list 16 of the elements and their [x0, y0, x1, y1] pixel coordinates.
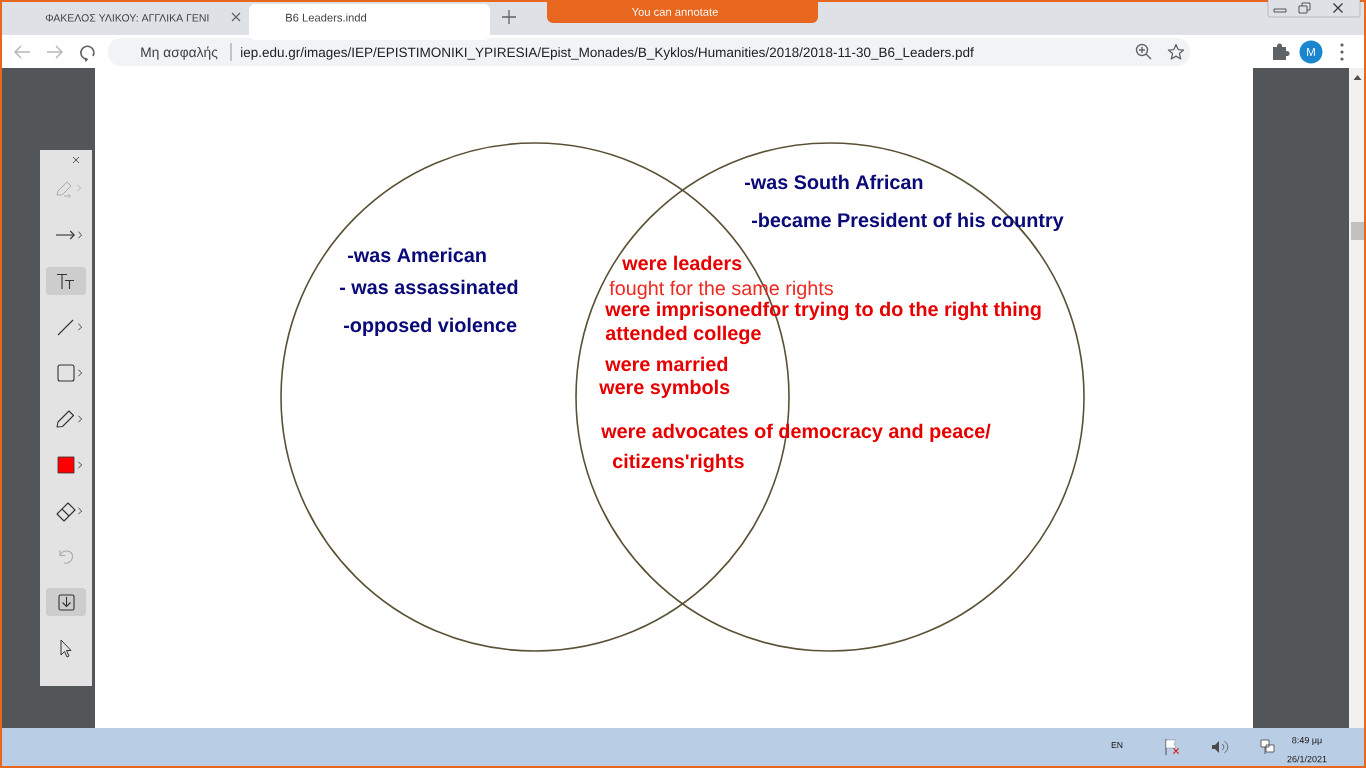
security-label: Μη ασφαλής: [141, 46, 218, 60]
list-item: -opposed violence: [344, 317, 517, 337]
list-item: -was South African: [744, 174, 923, 190]
list-item: - was assassinated: [340, 279, 518, 295]
list-item: were married: [605, 356, 728, 372]
language-indicator: EN: [1111, 742, 1123, 748]
clock-date: 26/1/2021: [1287, 755, 1327, 763]
list-item: attended college: [605, 325, 761, 345]
browser-tab: B6 Leaders.indd: [249, 4, 490, 40]
list-item: -was American: [348, 247, 486, 263]
annotate-banner: You can annotate: [547, 0, 818, 23]
list-item: were leaders: [622, 255, 742, 271]
tab-title: ΦΑΚΕΛΟΣ ΥΛΙΚΟΥ: ΑΓΓΛΙΚΑ ΓΕΝΙ: [45, 14, 209, 22]
list-item: were symbols: [599, 379, 730, 399]
list-item: citizens'rights: [613, 453, 744, 473]
clock-time: 8:49 μμ: [1292, 737, 1322, 745]
